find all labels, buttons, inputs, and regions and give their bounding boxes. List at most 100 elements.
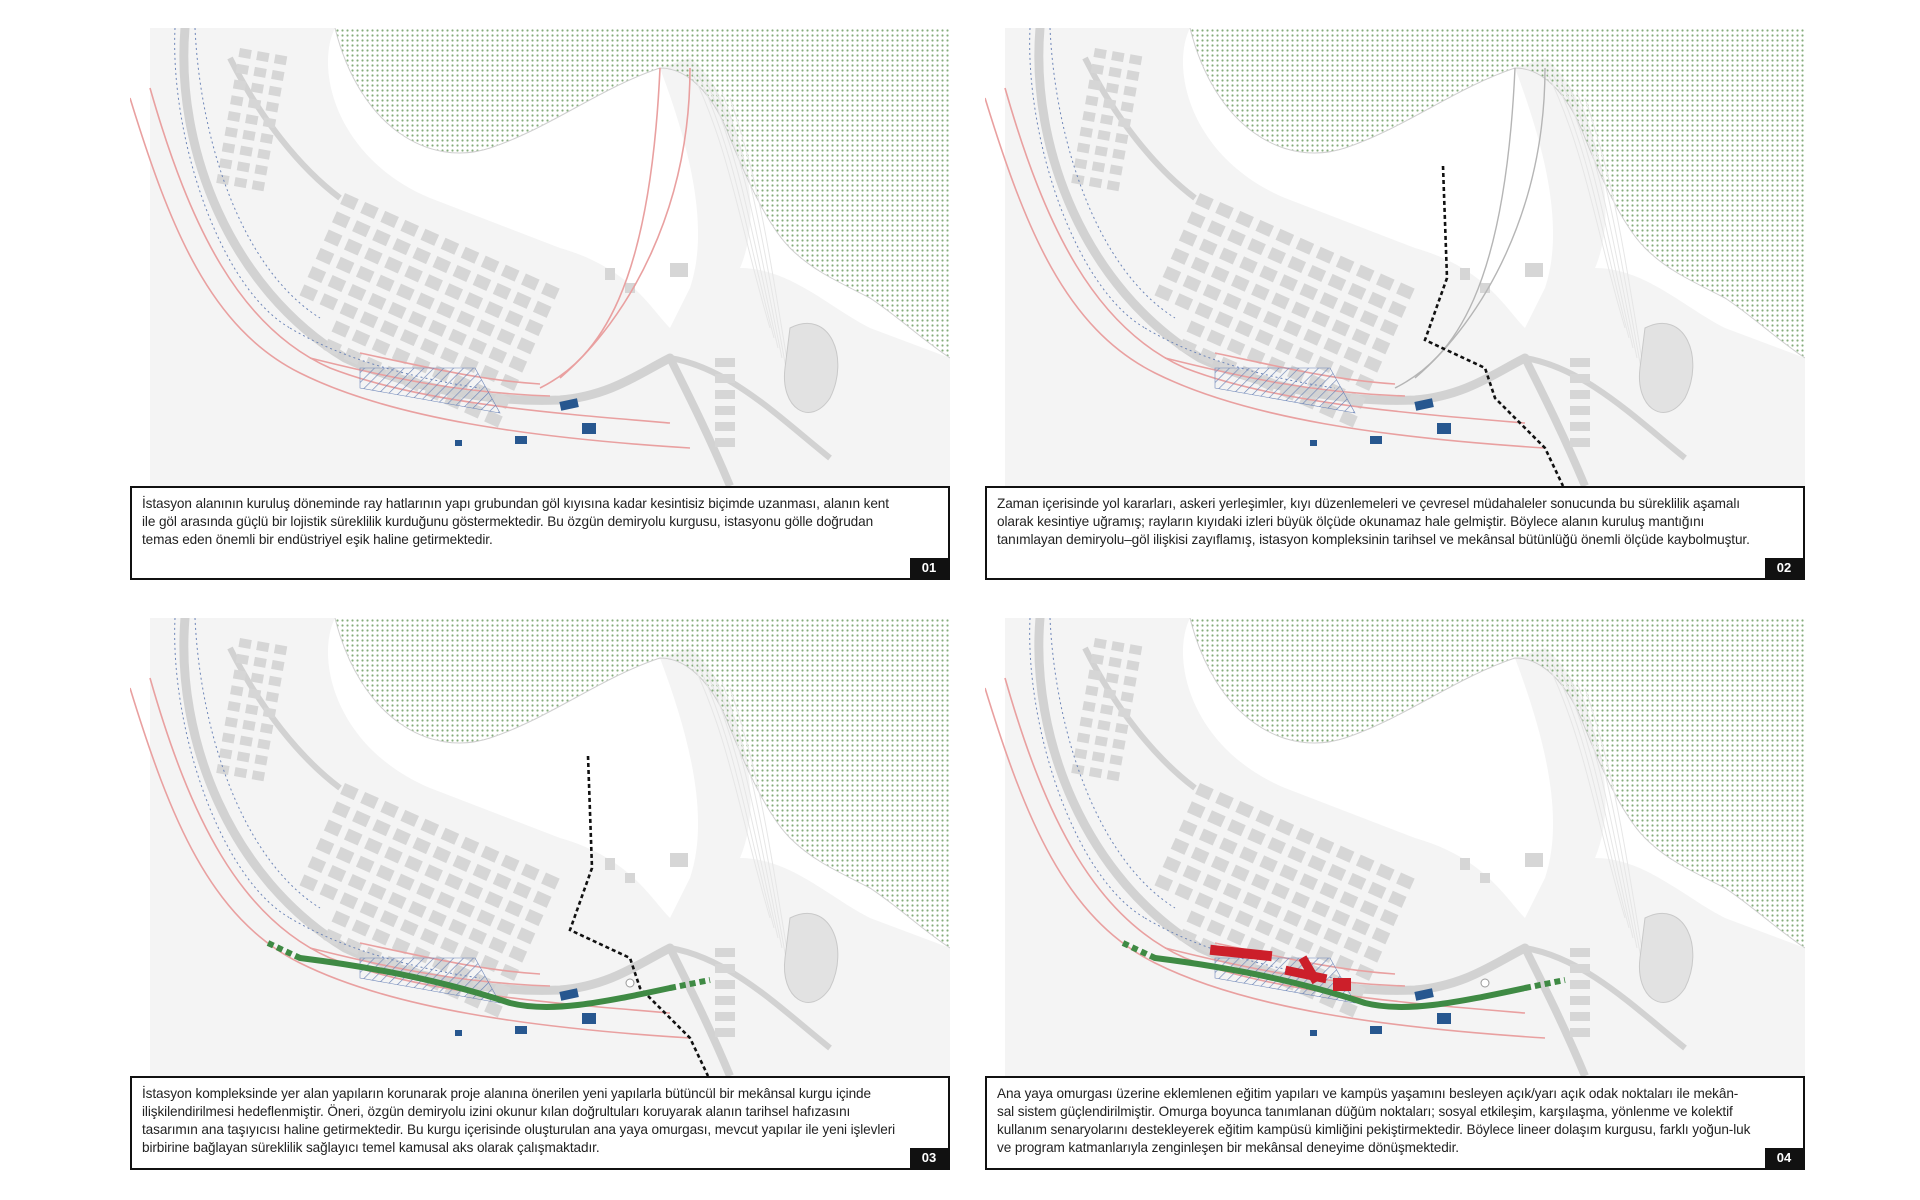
building bbox=[476, 319, 496, 337]
building bbox=[387, 301, 407, 319]
contour-line bbox=[1552, 73, 1630, 339]
complex-building bbox=[715, 980, 735, 989]
upper-village bbox=[216, 48, 288, 192]
building bbox=[343, 347, 363, 365]
lake-area bbox=[335, 618, 950, 948]
contour-line bbox=[1576, 681, 1642, 959]
building bbox=[1088, 767, 1103, 779]
building bbox=[472, 273, 492, 291]
warehouse bbox=[455, 440, 462, 446]
building bbox=[218, 748, 233, 760]
building bbox=[380, 800, 399, 818]
building bbox=[468, 337, 487, 355]
building bbox=[400, 809, 419, 827]
building bbox=[1128, 644, 1143, 656]
building bbox=[408, 900, 427, 918]
building bbox=[1275, 338, 1294, 356]
contour-line bbox=[705, 79, 779, 349]
complex-building bbox=[715, 1028, 735, 1037]
contour-line bbox=[1584, 97, 1646, 379]
building bbox=[420, 228, 440, 246]
building bbox=[1195, 193, 1214, 211]
station-hatch-area bbox=[1214, 367, 1356, 414]
building bbox=[521, 273, 540, 291]
warehouse bbox=[1414, 398, 1434, 411]
hill-compound bbox=[783, 322, 839, 413]
building bbox=[428, 319, 447, 337]
complex-building bbox=[1570, 358, 1590, 367]
building bbox=[256, 641, 270, 653]
building bbox=[412, 247, 431, 265]
building bbox=[367, 292, 387, 310]
rail-line bbox=[149, 677, 671, 1014]
building bbox=[1170, 247, 1190, 265]
building bbox=[1215, 201, 1234, 220]
complex-building bbox=[715, 390, 735, 399]
building bbox=[1091, 161, 1106, 173]
building bbox=[496, 328, 516, 346]
building bbox=[1207, 810, 1226, 828]
building bbox=[420, 928, 439, 946]
building bbox=[1214, 901, 1234, 919]
building bbox=[1198, 347, 1218, 365]
building bbox=[299, 284, 319, 302]
spine-extension-east bbox=[1524, 977, 1566, 991]
site-map-03 bbox=[130, 618, 950, 1076]
building bbox=[1235, 800, 1254, 818]
building bbox=[1186, 801, 1206, 819]
building bbox=[253, 656, 267, 668]
interruption-line bbox=[568, 755, 710, 1076]
building bbox=[221, 732, 236, 744]
shoreline bbox=[334, 618, 950, 949]
building bbox=[372, 819, 391, 837]
building bbox=[230, 685, 244, 697]
boundary-dotted bbox=[1029, 28, 1146, 329]
building bbox=[1186, 910, 1206, 928]
building bbox=[1207, 220, 1226, 238]
building bbox=[245, 114, 259, 126]
building bbox=[428, 909, 447, 927]
building bbox=[670, 853, 688, 867]
building bbox=[512, 881, 532, 899]
building bbox=[1076, 142, 1091, 154]
building bbox=[670, 263, 688, 277]
building bbox=[1263, 900, 1282, 918]
building bbox=[625, 873, 635, 883]
building bbox=[1114, 133, 1129, 144]
building bbox=[1178, 819, 1198, 837]
building bbox=[271, 660, 285, 671]
building bbox=[1323, 337, 1342, 355]
building bbox=[1210, 855, 1230, 873]
building bbox=[464, 882, 484, 900]
warehouse bbox=[1310, 440, 1317, 446]
building bbox=[1376, 273, 1395, 291]
building bbox=[1111, 51, 1125, 63]
contour-line bbox=[1560, 79, 1634, 349]
building bbox=[412, 837, 431, 855]
warehouse bbox=[582, 1013, 596, 1024]
building bbox=[1239, 846, 1258, 864]
building bbox=[250, 672, 264, 684]
building bbox=[371, 928, 391, 946]
building bbox=[1094, 735, 1108, 747]
building bbox=[1198, 828, 1218, 846]
building bbox=[224, 126, 238, 138]
building bbox=[218, 158, 233, 170]
building bbox=[1090, 653, 1105, 665]
building bbox=[1387, 890, 1407, 908]
contour-line bbox=[1584, 687, 1646, 969]
building bbox=[384, 846, 403, 864]
building bbox=[343, 828, 363, 846]
building bbox=[444, 283, 464, 301]
building bbox=[1371, 337, 1391, 355]
building bbox=[233, 767, 248, 779]
building bbox=[452, 264, 472, 283]
building bbox=[360, 201, 379, 220]
building bbox=[416, 882, 435, 900]
building bbox=[1071, 764, 1085, 776]
building bbox=[1117, 707, 1132, 719]
complex-building bbox=[1570, 390, 1590, 399]
building bbox=[1162, 266, 1182, 284]
building bbox=[1100, 704, 1114, 716]
building bbox=[1079, 716, 1093, 728]
